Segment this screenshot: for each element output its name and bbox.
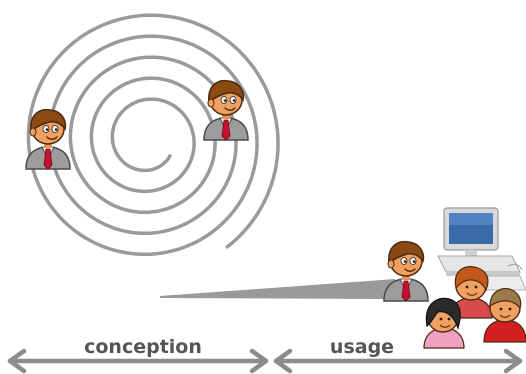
usage-label: usage xyxy=(330,336,394,358)
conception-label: conception xyxy=(84,336,202,358)
user-red-hair xyxy=(449,266,493,319)
developer-icon-right xyxy=(203,79,249,141)
usage-arrow xyxy=(273,348,523,374)
conception-arrow xyxy=(7,348,269,374)
user-group-icon xyxy=(423,266,526,349)
spiral-tail-band xyxy=(160,279,395,299)
developer-icon-left xyxy=(25,108,71,170)
user-dark-hair xyxy=(423,297,465,349)
conception-spiral xyxy=(26,13,280,257)
developer-icon-usage xyxy=(383,240,429,302)
user-light-hair xyxy=(483,287,526,343)
